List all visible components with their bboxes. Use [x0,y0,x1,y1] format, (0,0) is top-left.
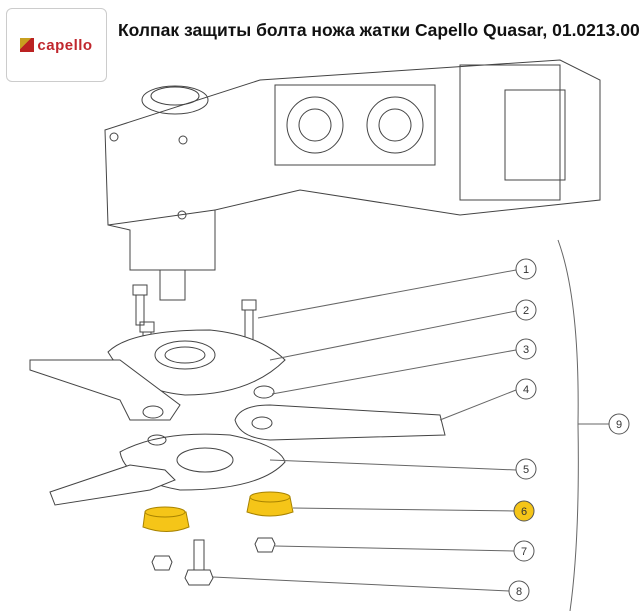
page-title: Колпак защиты болта ножа жатки Capello Q… [118,20,640,40]
callout-6[interactable]: 6 [513,500,535,522]
callout-circle [608,413,630,435]
leader-lines [212,239,609,611]
callout-1[interactable]: 1 [515,258,537,280]
logo-icon [20,38,35,52]
logo-text: capello [37,36,93,54]
protection-caps-highlighted [142,491,294,532]
callout-circle [515,378,537,400]
callout-circle [508,580,530,602]
callout-circle [513,500,535,522]
callout-label: 1 [523,264,529,276]
callout-label: 4 [523,384,529,396]
callout-label: 3 [523,344,529,356]
callout-group: 1 2 3 4 5 6 7 8 9 [508,258,630,602]
brand-logo[interactable]: capello [6,8,107,82]
callout-circle [515,458,537,480]
callout-2[interactable]: 2 [515,299,537,321]
callout-circle [513,540,535,562]
callout-label: 5 [523,464,529,476]
callout-circle [515,258,537,280]
callout-4[interactable]: 4 [515,378,537,400]
callout-label: 2 [523,305,529,317]
nuts [151,537,276,571]
callout-8[interactable]: 8 [508,580,530,602]
callout-circle [515,299,537,321]
callout-label: 7 [521,546,527,558]
callout-circle [515,338,537,360]
gearbox-housing [104,59,601,301]
callout-7[interactable]: 7 [513,540,535,562]
callout-3[interactable]: 3 [515,338,537,360]
callout-label: 9 [616,419,622,431]
callout-label: 8 [516,586,522,598]
callout-5[interactable]: 5 [515,458,537,480]
plates-and-knives [29,329,446,506]
callout-label: 6 [521,506,527,518]
callout-9[interactable]: 9 [608,413,630,435]
